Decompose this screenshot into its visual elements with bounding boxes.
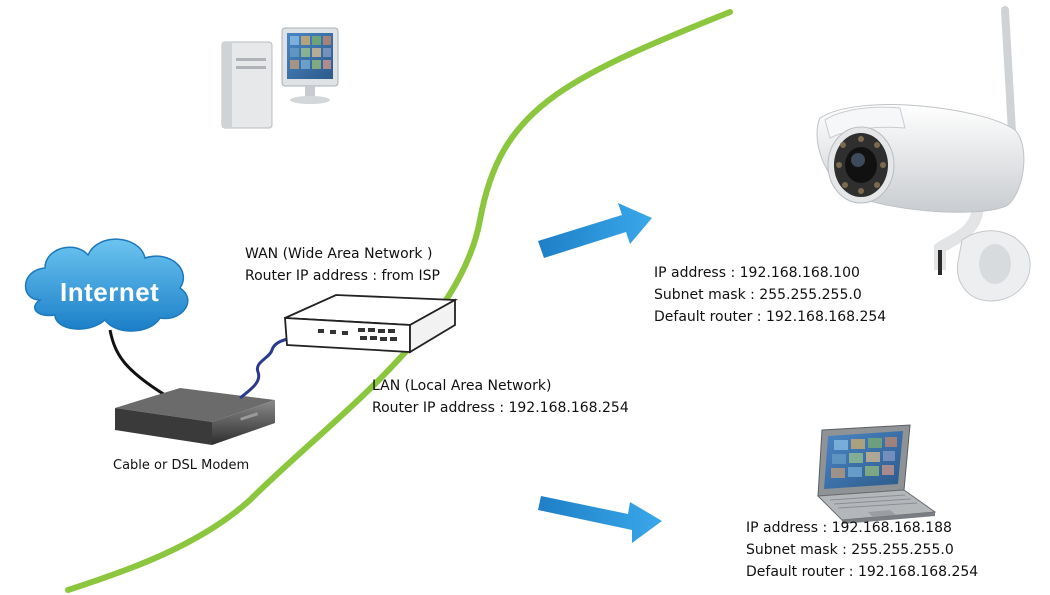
- camera-default-router: Default router : 192.168.168.254: [654, 309, 887, 325]
- internet-cloud-icon: [24, 238, 189, 332]
- camera-subnet-mask: Subnet mask : 255.255.255.0: [654, 287, 862, 303]
- lan-title: LAN (Local Area Network): [372, 378, 552, 394]
- lan-info: LAN (Local Area Network) Router IP addre…: [372, 375, 629, 419]
- modem-label: Cable or DSL Modem: [113, 458, 250, 473]
- lan-router-ip: Router IP address : 192.168.168.254: [372, 400, 629, 416]
- laptop-default-router: Default router : 192.168.168.254: [746, 564, 979, 580]
- camera-ip-address: IP address : 192.168.168.100: [654, 265, 860, 281]
- wan-info: WAN (Wide Area Network ) Router IP addre…: [245, 243, 440, 287]
- laptop-subnet-mask: Subnet mask : 255.255.255.0: [746, 542, 954, 558]
- camera-network-settings: IP address : 192.168.168.100 Subnet mask…: [654, 262, 886, 328]
- arrow-to-camera-icon: [538, 203, 652, 258]
- internet-label: Internet: [60, 277, 160, 307]
- desktop-computer-icon: [221, 27, 339, 129]
- modem-router-cable: [239, 336, 293, 400]
- laptop-ip-address: IP address : 192.168.168.188: [746, 520, 952, 536]
- router-icon: [284, 294, 459, 354]
- arrow-to-laptop-icon: [538, 496, 662, 543]
- wan-title: WAN (Wide Area Network ): [245, 246, 433, 262]
- ip-camera-icon: [816, 6, 1031, 302]
- modem-icon: [115, 388, 275, 445]
- laptop-network-settings: IP address : 192.168.168.188 Subnet mask…: [746, 517, 978, 583]
- internet-cable: [108, 329, 166, 397]
- wan-router-ip: Router IP address : from ISP: [245, 268, 440, 284]
- laptop-computer-icon: [816, 424, 937, 524]
